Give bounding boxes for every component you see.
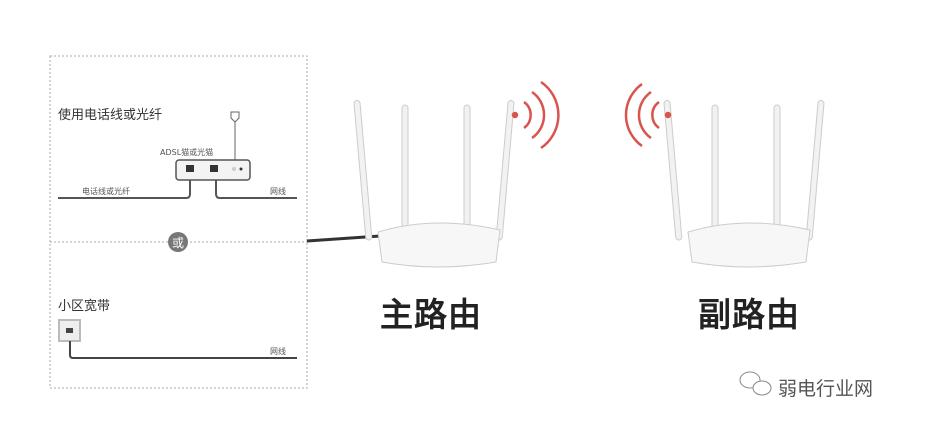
section-title-phone-fiber: 使用电话线或光纤	[58, 108, 163, 123]
section-title-community-broadband: 小区宽带	[58, 299, 111, 314]
or-badge	[168, 232, 188, 252]
main-router-image	[353, 100, 515, 268]
ethernet-cable-1	[215, 180, 297, 199]
phone-fiber-cable	[58, 180, 191, 199]
ethernet-label-1: 网线	[270, 187, 286, 196]
secondary-router-wifi-waves-icon	[624, 82, 672, 148]
modem-label: ADSL猫或光猫	[160, 148, 214, 157]
secondary-router-label: 副路由	[698, 295, 800, 334]
secondary-router-image	[663, 100, 825, 268]
wall-socket-icon	[58, 319, 81, 342]
ethernet-label-2: 网线	[270, 347, 286, 356]
watermark-text: 弱电行业网	[778, 378, 874, 400]
wechat-icon	[739, 371, 772, 396]
connection-panel-border	[49, 55, 308, 389]
main-router-wifi-waves-icon	[511, 80, 560, 150]
modem-icon	[175, 111, 251, 181]
ethernet-cable-2	[69, 341, 297, 359]
or-label: 或	[172, 236, 185, 250]
phone-fiber-label: 电话线或光纤	[82, 187, 130, 196]
main-router-label: 主路由	[380, 295, 482, 334]
